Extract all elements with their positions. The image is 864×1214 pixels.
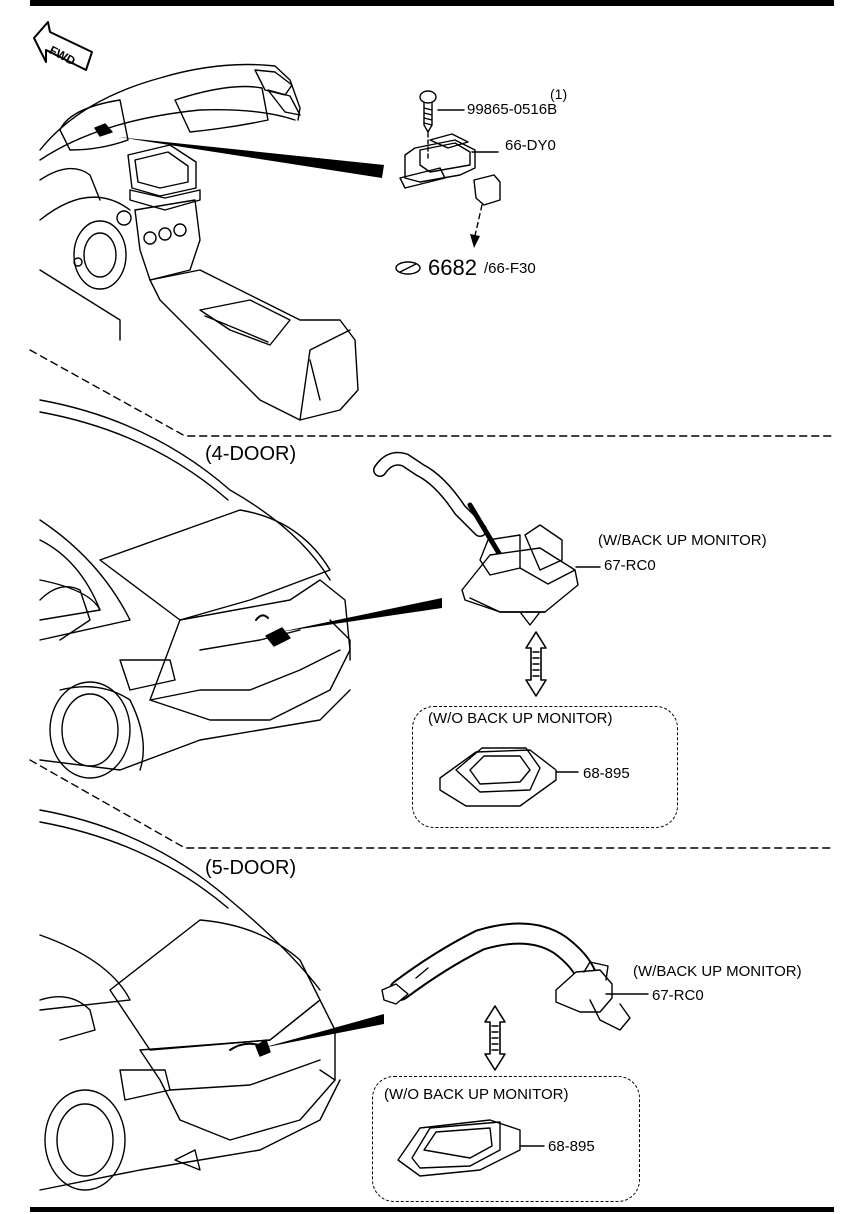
camera-5door-part-number: 67-RC0 [652, 987, 704, 1004]
section-divider-2 [29, 759, 835, 849]
section-title-5door: (5-DOOR) [205, 857, 297, 879]
cover-4door-part-number: 68-895 [583, 765, 630, 782]
reference-icon [395, 261, 421, 275]
screw-icon [419, 90, 465, 133]
unit-part-number: 66-DY0 [505, 137, 556, 154]
camera-5door-icon [381, 922, 649, 1031]
cover-5door-part-number: 68-895 [548, 1138, 595, 1155]
dashboard-illustration [39, 63, 384, 421]
cover-5door-icon [397, 1119, 545, 1177]
swap-arrow-5door-icon [484, 1005, 506, 1071]
hatchback-5door-illustration [39, 809, 384, 1191]
swap-arrow-4door-icon [525, 631, 547, 697]
without-monitor-5door-box [372, 1076, 640, 1202]
fwd-arrow-icon [33, 21, 93, 71]
screw-qty-label: (1) [550, 86, 568, 102]
section-divider-1 [29, 349, 835, 437]
connector-dash-arrow [473, 204, 483, 241]
without-monitor-5door-label: (W/O BACK UP MONITOR) [384, 1086, 569, 1103]
without-monitor-4door-box [412, 706, 678, 828]
top-border-bar [30, 0, 834, 6]
cover-4door-icon [439, 747, 579, 807]
screw-part-number: 99865-0516B [467, 101, 558, 118]
camera-4door-icon [373, 451, 601, 626]
with-monitor-5door-label: (W/BACK UP MONITOR) [633, 963, 802, 980]
with-monitor-4door-label: (W/BACK UP MONITOR) [598, 532, 767, 549]
without-monitor-4door-label: (W/O BACK UP MONITOR) [428, 710, 613, 727]
section-title-4door: (4-DOOR) [205, 443, 297, 465]
bottom-border-bar [30, 1207, 834, 1212]
reference-number: 6682 [428, 255, 477, 280]
camera-4door-part-number: 67-RC0 [604, 557, 656, 574]
reference-suffix: /66-F30 [484, 260, 536, 277]
control-unit-icon [399, 133, 499, 189]
sedan-4door-illustration [39, 399, 442, 779]
connector-icon [473, 174, 501, 206]
